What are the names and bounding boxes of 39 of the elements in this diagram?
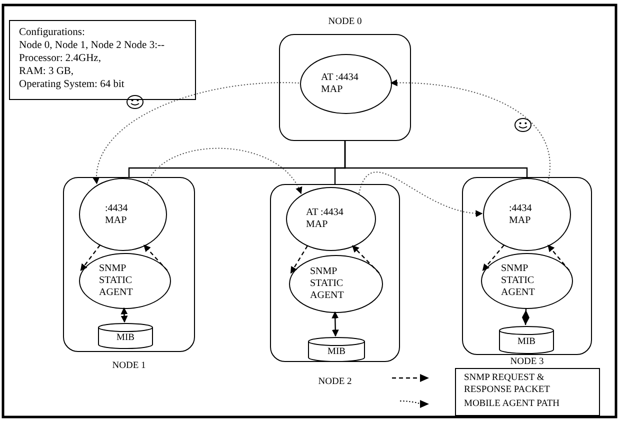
config-text: Configurations: xyxy=(19,26,86,39)
dotted-arrow xyxy=(358,172,483,216)
ellipse-shape xyxy=(481,253,573,309)
dotted-arrow xyxy=(146,148,302,194)
config-text: RAM: 3 GB, xyxy=(19,65,75,78)
node-title: NODE 1 xyxy=(111,361,147,371)
ellipse-label: SNMP STATIC AGENT xyxy=(310,266,345,302)
legend-text: MOBILE AGENT PATH xyxy=(464,398,561,410)
ellipse-shape xyxy=(289,255,383,313)
ellipse-shape xyxy=(483,178,571,251)
cylinder-label: MIB xyxy=(326,346,346,356)
ellipse-label: AT :4434 MAP xyxy=(306,207,344,231)
ellipse-label: AT :4434 MAP xyxy=(321,72,360,96)
dotted-arrow xyxy=(390,79,550,182)
dashed-arrow xyxy=(482,244,504,271)
config-box xyxy=(9,20,196,100)
dashed-arrow xyxy=(290,245,308,274)
ellipse-shape xyxy=(300,54,392,114)
ellipse-shape xyxy=(79,253,171,309)
node-title: NODE 2 xyxy=(317,377,353,387)
cylinder-label: MIB xyxy=(116,333,136,343)
node-title: NODE 0 xyxy=(327,17,363,27)
ellipse-label: SNMP STATIC AGENT xyxy=(99,263,134,299)
ellipse-label: SNMP STATIC AGENT xyxy=(501,263,536,299)
ellipse-shape xyxy=(79,178,167,251)
legend-text: SNMP REQUEST & RESPONSE PACKET xyxy=(464,372,551,396)
arrow xyxy=(120,307,128,323)
ellipse-label: :4434 MAP xyxy=(105,202,129,226)
connector-line xyxy=(344,141,528,177)
config-text: Operating System: 64 bit xyxy=(19,78,126,91)
config-text: Node 0, Node 1, Node 2 Node 3:-- xyxy=(19,39,166,52)
dotted-arrow xyxy=(94,82,300,184)
config-text: Processor: 2.4GHz, xyxy=(19,52,102,65)
ellipse-shape xyxy=(286,187,376,251)
ellipse-label: :4434 MAP xyxy=(509,202,533,226)
node-title: NODE 3 xyxy=(509,357,545,367)
dashed-arrow xyxy=(80,244,100,271)
cylinder-label: MIB xyxy=(516,337,536,347)
arrow xyxy=(332,311,339,337)
